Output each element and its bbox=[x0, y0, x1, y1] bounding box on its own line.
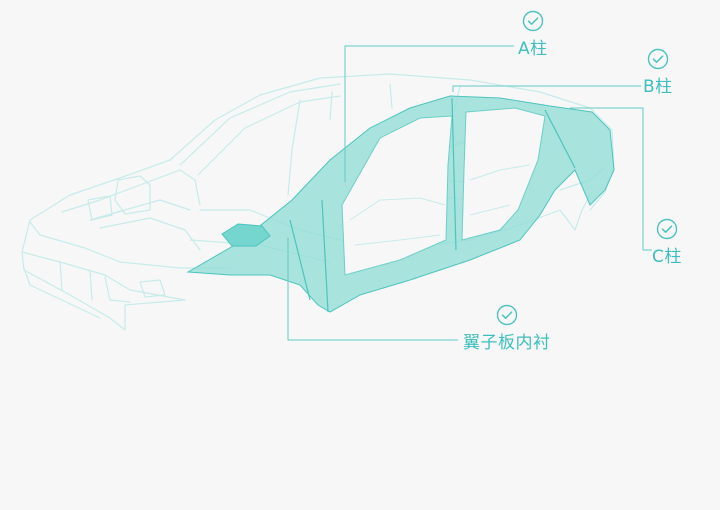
check-circle-icon bbox=[496, 304, 518, 326]
c-pillar-label: C柱 bbox=[652, 247, 682, 267]
callout-a-pillar: A柱 bbox=[518, 10, 548, 59]
check-circle-icon bbox=[656, 218, 678, 240]
callout-fender-liner: 翼子板内衬 bbox=[463, 304, 551, 353]
check-circle-icon bbox=[522, 10, 544, 32]
b-pillar-label: B柱 bbox=[643, 77, 673, 97]
check-circle-icon bbox=[647, 48, 669, 70]
callout-b-pillar: B柱 bbox=[643, 48, 673, 97]
leader-line-b-pillar bbox=[453, 86, 641, 92]
highlighted-structure bbox=[188, 96, 614, 312]
callout-c-pillar: C柱 bbox=[652, 218, 682, 267]
fender-liner-label: 翼子板内衬 bbox=[463, 333, 551, 353]
a-pillar-label: A柱 bbox=[518, 39, 548, 59]
